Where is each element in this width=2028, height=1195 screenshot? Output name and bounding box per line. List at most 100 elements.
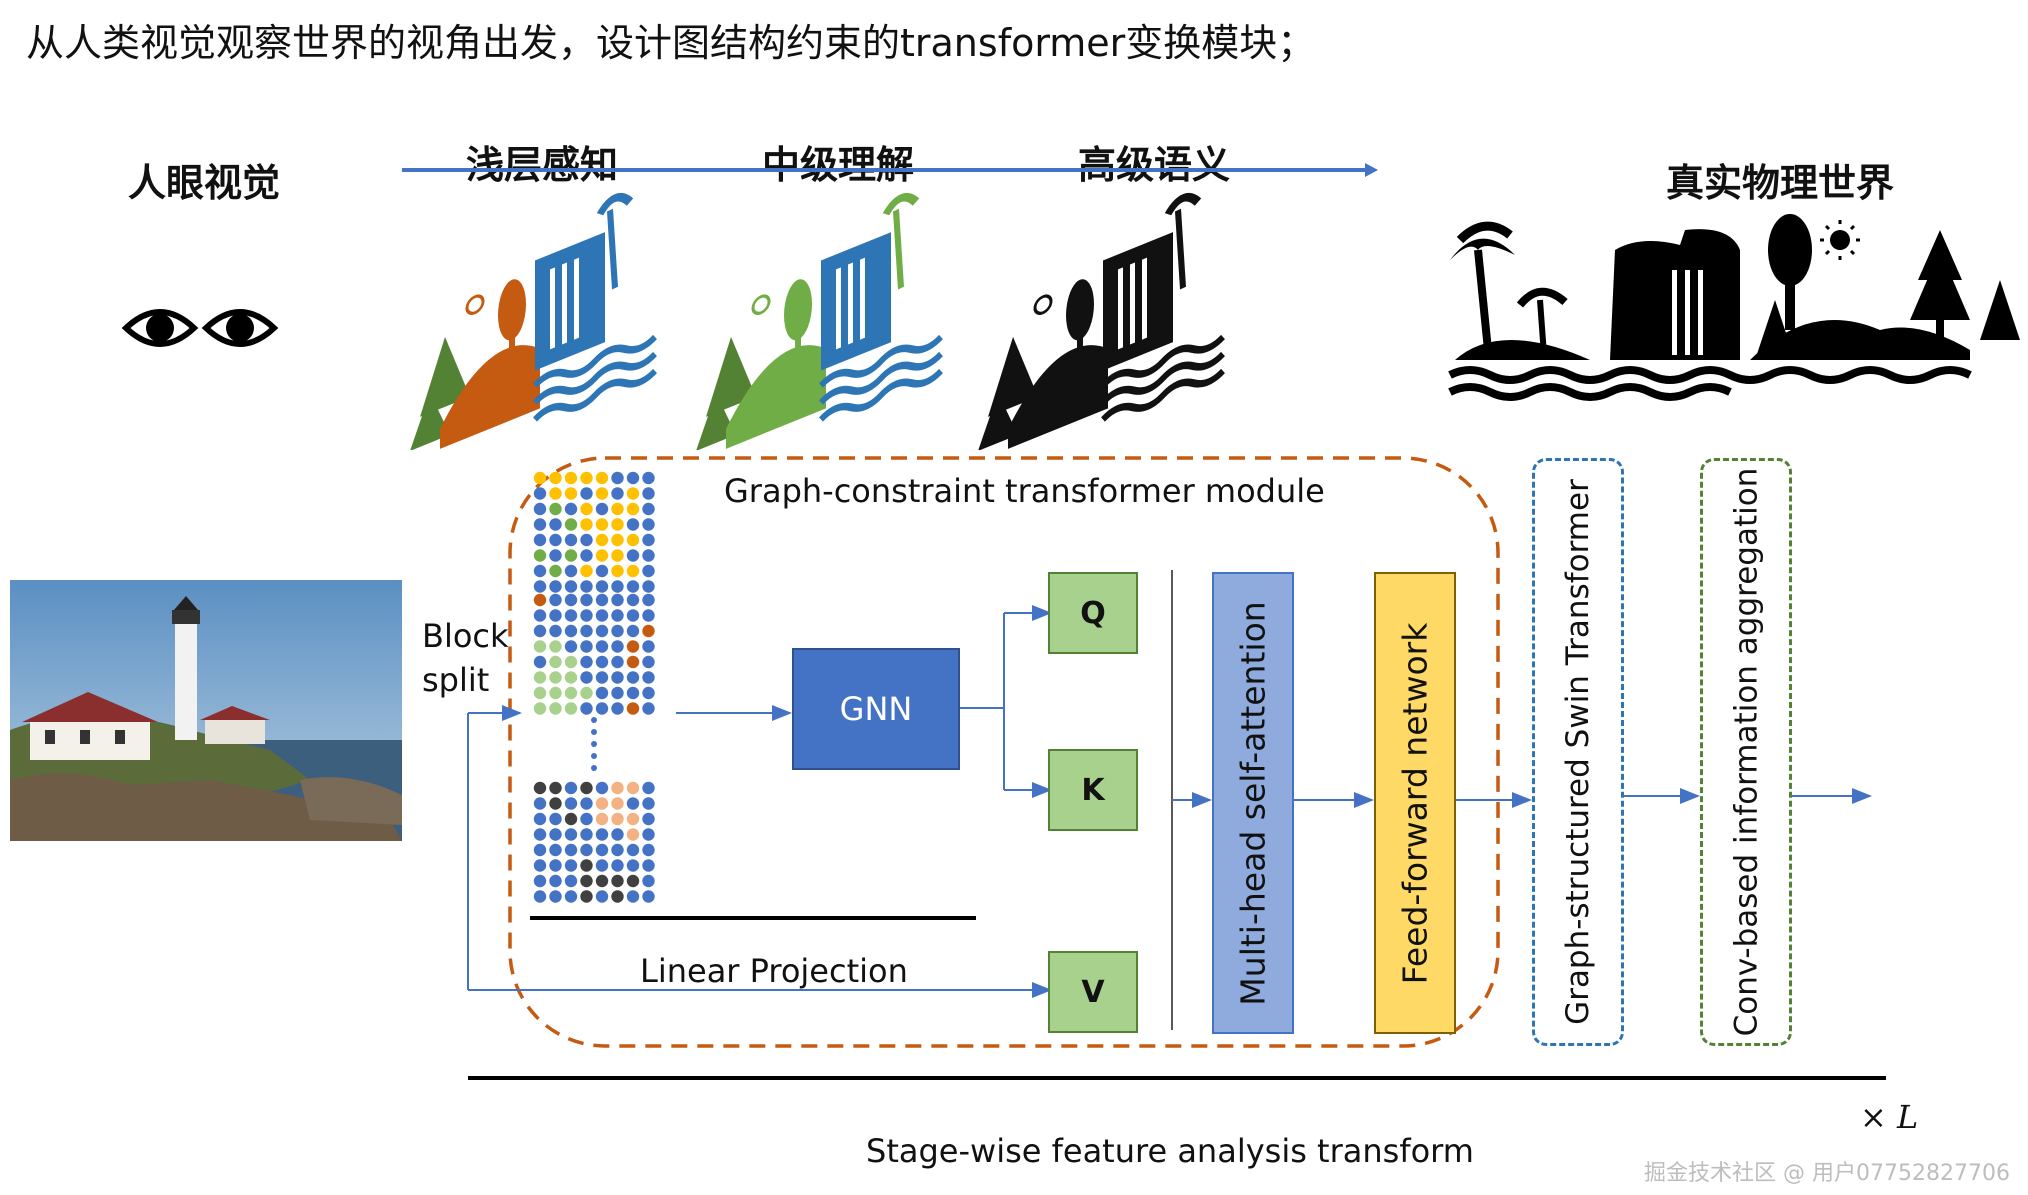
grid-block-n-dot bbox=[549, 828, 562, 841]
grid-block-2-dot bbox=[642, 702, 655, 715]
eyes-icon bbox=[122, 309, 278, 347]
ffn-label: Feed-forward network bbox=[1395, 622, 1435, 984]
grid-block-n-dot bbox=[642, 843, 655, 857]
graph-swin-transformer-block: Graph-structured Swin Transformer bbox=[1532, 458, 1624, 1046]
grid-block-1-dot bbox=[549, 580, 562, 593]
grid-block-2-dot bbox=[595, 640, 609, 653]
block-split-label: Block split bbox=[422, 617, 509, 699]
grid-block-1-dot bbox=[595, 549, 609, 562]
grid-block-2-dot bbox=[533, 609, 547, 622]
grid-block-2-dot bbox=[595, 686, 609, 700]
grid-block-n-dot bbox=[564, 812, 578, 826]
grid-block-n-dot bbox=[580, 874, 593, 888]
grid-block-1-dot bbox=[580, 549, 593, 562]
grid-block-n-dot bbox=[626, 781, 640, 795]
grid-block-n-dot bbox=[642, 874, 655, 888]
grid-block-2-dot bbox=[626, 702, 640, 715]
gnn-block: GNN bbox=[792, 648, 960, 770]
grid-block-1-dot bbox=[580, 471, 593, 485]
grid-block-2-dot bbox=[642, 593, 655, 607]
grid-block-2-dot bbox=[595, 655, 609, 669]
grid-block-2-dot bbox=[642, 624, 655, 638]
grid-block-1-dot bbox=[595, 533, 609, 547]
grid-block-n-dot bbox=[642, 797, 655, 810]
grid-block-n-dot bbox=[580, 890, 593, 903]
grid-block-n-dot bbox=[549, 859, 562, 872]
grid-block-1-dot bbox=[549, 533, 562, 547]
grid-block-2-dot bbox=[580, 624, 593, 638]
grid-block-n-dot bbox=[626, 812, 640, 826]
grid-block-1-dot bbox=[611, 471, 624, 485]
grid-block-1-dot bbox=[626, 518, 640, 531]
lighthouse-photo bbox=[10, 580, 402, 841]
grid-block-1-dot bbox=[580, 518, 593, 531]
grid-block-n-dot bbox=[595, 828, 609, 841]
grid-block-2-dot bbox=[626, 655, 640, 669]
grid-block-n-dot bbox=[533, 843, 547, 857]
grid-block-n-dot bbox=[564, 828, 578, 841]
grid-block-2-dot bbox=[580, 702, 593, 715]
grid-block-1-dot bbox=[626, 502, 640, 516]
grid-block-n-dot bbox=[642, 781, 655, 795]
mhsa-label: Multi-head self-attention bbox=[1233, 600, 1273, 1006]
grid-block-1-dot bbox=[580, 580, 593, 593]
grid-block-1-dot bbox=[564, 471, 578, 485]
grid-block-2-dot bbox=[533, 655, 547, 669]
grid-block-n-dot bbox=[595, 781, 609, 795]
grid-block-1-dot bbox=[595, 502, 609, 516]
grid-block-2-dot bbox=[549, 624, 562, 638]
grid-block-1-dot bbox=[611, 580, 624, 593]
grid-block-2-dot bbox=[580, 609, 593, 622]
grid-block-1-dot bbox=[533, 549, 547, 562]
grid-block-2-dot bbox=[580, 671, 593, 684]
grid-block-2-dot bbox=[611, 655, 624, 669]
grid-block-1-dot bbox=[642, 580, 655, 593]
grid-block-2-dot bbox=[549, 671, 562, 684]
grid-block-1-dot bbox=[642, 533, 655, 547]
grid-block-1-dot bbox=[642, 518, 655, 531]
grid-block-2-dot bbox=[564, 686, 578, 700]
stage-caption: Stage-wise feature analysis transform bbox=[866, 1132, 1474, 1170]
grid-block-2-dot bbox=[564, 671, 578, 684]
grid-block-2-dot bbox=[564, 609, 578, 622]
grid-block-2-dot bbox=[580, 655, 593, 669]
grid-block-1-dot bbox=[580, 533, 593, 547]
grid-block-n-dot bbox=[611, 781, 624, 795]
grid-block-2-dot bbox=[611, 593, 624, 607]
grid-block-1-dot bbox=[642, 471, 655, 485]
grid-block-2-dot bbox=[580, 593, 593, 607]
grid-block-n-dot bbox=[626, 859, 640, 872]
grid-block-2-dot bbox=[549, 686, 562, 700]
grid-block-1-dot bbox=[595, 564, 609, 578]
grid-block-1-dot bbox=[626, 471, 640, 485]
grid-block-1-dot bbox=[533, 518, 547, 531]
grid-block-1-dot bbox=[611, 533, 624, 547]
grid-block-1-dot bbox=[549, 518, 562, 531]
grid-block-1-dot bbox=[642, 564, 655, 578]
grid-block-1-dot bbox=[533, 580, 547, 593]
grid-block-1-dot bbox=[564, 487, 578, 500]
grid-block-n-dot bbox=[642, 859, 655, 872]
grid-block-2-dot bbox=[595, 671, 609, 684]
linear-projection-label: Linear Projection bbox=[640, 952, 908, 990]
conv-aggregation-block: Conv-based information aggregation bbox=[1700, 458, 1792, 1046]
grid-block-1-dot bbox=[626, 564, 640, 578]
grid-block-2-dot bbox=[564, 655, 578, 669]
grid-block-n-dot bbox=[564, 890, 578, 903]
grid-block-n-dot bbox=[611, 797, 624, 810]
grid-block-n-dot bbox=[626, 874, 640, 888]
stage-high-label: 高级语义 bbox=[1078, 143, 1231, 187]
grid-block-1-dot bbox=[611, 549, 624, 562]
grid-block-n-dot bbox=[564, 859, 578, 872]
grid-block-1-dot bbox=[564, 580, 578, 593]
grid-block-1-dot bbox=[595, 580, 609, 593]
grid-block-1-dot bbox=[549, 564, 562, 578]
repeat-label: × L bbox=[1860, 1098, 1919, 1136]
grid-block-n-dot bbox=[533, 812, 547, 826]
real-world-label: 真实物理世界 bbox=[1666, 161, 1895, 205]
grid-block-n-dot bbox=[580, 812, 593, 826]
grid-block-2-dot bbox=[626, 609, 640, 622]
grid-block-n-dot bbox=[564, 797, 578, 810]
grid-block-n-dot bbox=[595, 797, 609, 810]
grid-block-1-dot bbox=[533, 471, 547, 485]
